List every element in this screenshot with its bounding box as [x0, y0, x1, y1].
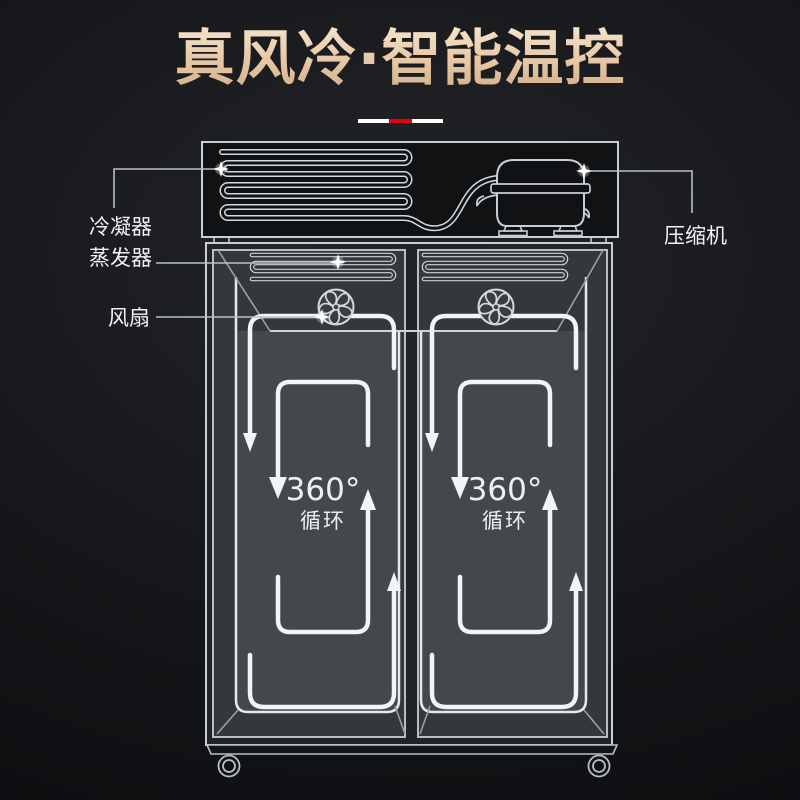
- evaporator-coil-left: [249, 252, 397, 282]
- airflow-arrow-up-right-outer: [569, 572, 583, 591]
- airflow-loop-left-outer-bottom: [247, 588, 397, 710]
- airflow-arrow-down-right-outer: [425, 433, 439, 452]
- caster-right: [587, 754, 611, 778]
- bevel-bottom-right-door-right: [583, 709, 605, 735]
- title-divider: [0, 119, 800, 123]
- airflow-arrow-up-left-outer: [387, 572, 401, 591]
- circulation-degree-right: 360°: [468, 472, 543, 508]
- compressor: [475, 159, 591, 237]
- label-condenser: 冷凝器: [89, 215, 152, 239]
- airflow-loop-left-inner-top: [275, 379, 371, 480]
- airflow-arrow-up-left-inner: [360, 489, 376, 510]
- airflow-loop-left-inner-bottom: [275, 507, 371, 635]
- label-evaporator: 蒸发器: [89, 246, 152, 270]
- leader-line-condenser: [113, 168, 220, 208]
- compressor-foot-right: [553, 225, 583, 237]
- airflow-loop-right-inner-bottom: [457, 507, 553, 635]
- leader-lines: [113, 168, 693, 318]
- label-fan: 风扇: [108, 306, 150, 330]
- leader-line-compressor: [586, 170, 693, 213]
- compressor-foot-left: [498, 225, 528, 237]
- bevel-bottom-left-door-right: [419, 705, 431, 735]
- airflow-arrows: [243, 433, 583, 591]
- caster-left: [217, 754, 241, 778]
- compressor-hook-left: [475, 194, 499, 207]
- airflow-arrow-down-right-inner: [451, 477, 469, 499]
- divider-segment-center: [388, 119, 412, 123]
- page-title: 真风冷·智能温控: [0, 27, 800, 91]
- airflow-arrow-down-left-inner: [269, 477, 287, 499]
- evaporator-coil-right: [421, 252, 569, 282]
- divider-segment-right: [411, 119, 443, 123]
- airflow-loop-right-inner-top: [457, 379, 553, 480]
- glass-panel-right-edge: [419, 277, 588, 714]
- airflow-loop-right-outer-bottom: [429, 588, 579, 710]
- airflow-arrow-up-right-inner: [542, 489, 558, 510]
- bevel-bottom-right-door-left: [394, 705, 406, 735]
- airflow-arrow-down-left-outer: [243, 433, 257, 452]
- base-plinth: [205, 744, 619, 755]
- circulation-cycle-left: 循环: [300, 509, 346, 533]
- compressor-band: [490, 183, 591, 194]
- divider-segment-left: [357, 119, 389, 123]
- glass-panel-left-edge: [234, 277, 401, 714]
- bevel-bottom-left-door-left: [216, 709, 239, 735]
- circulation-cycle-right: 循环: [482, 509, 528, 533]
- circulation-degree-left: 360°: [286, 472, 361, 508]
- label-compressor: 压缩机: [664, 224, 727, 248]
